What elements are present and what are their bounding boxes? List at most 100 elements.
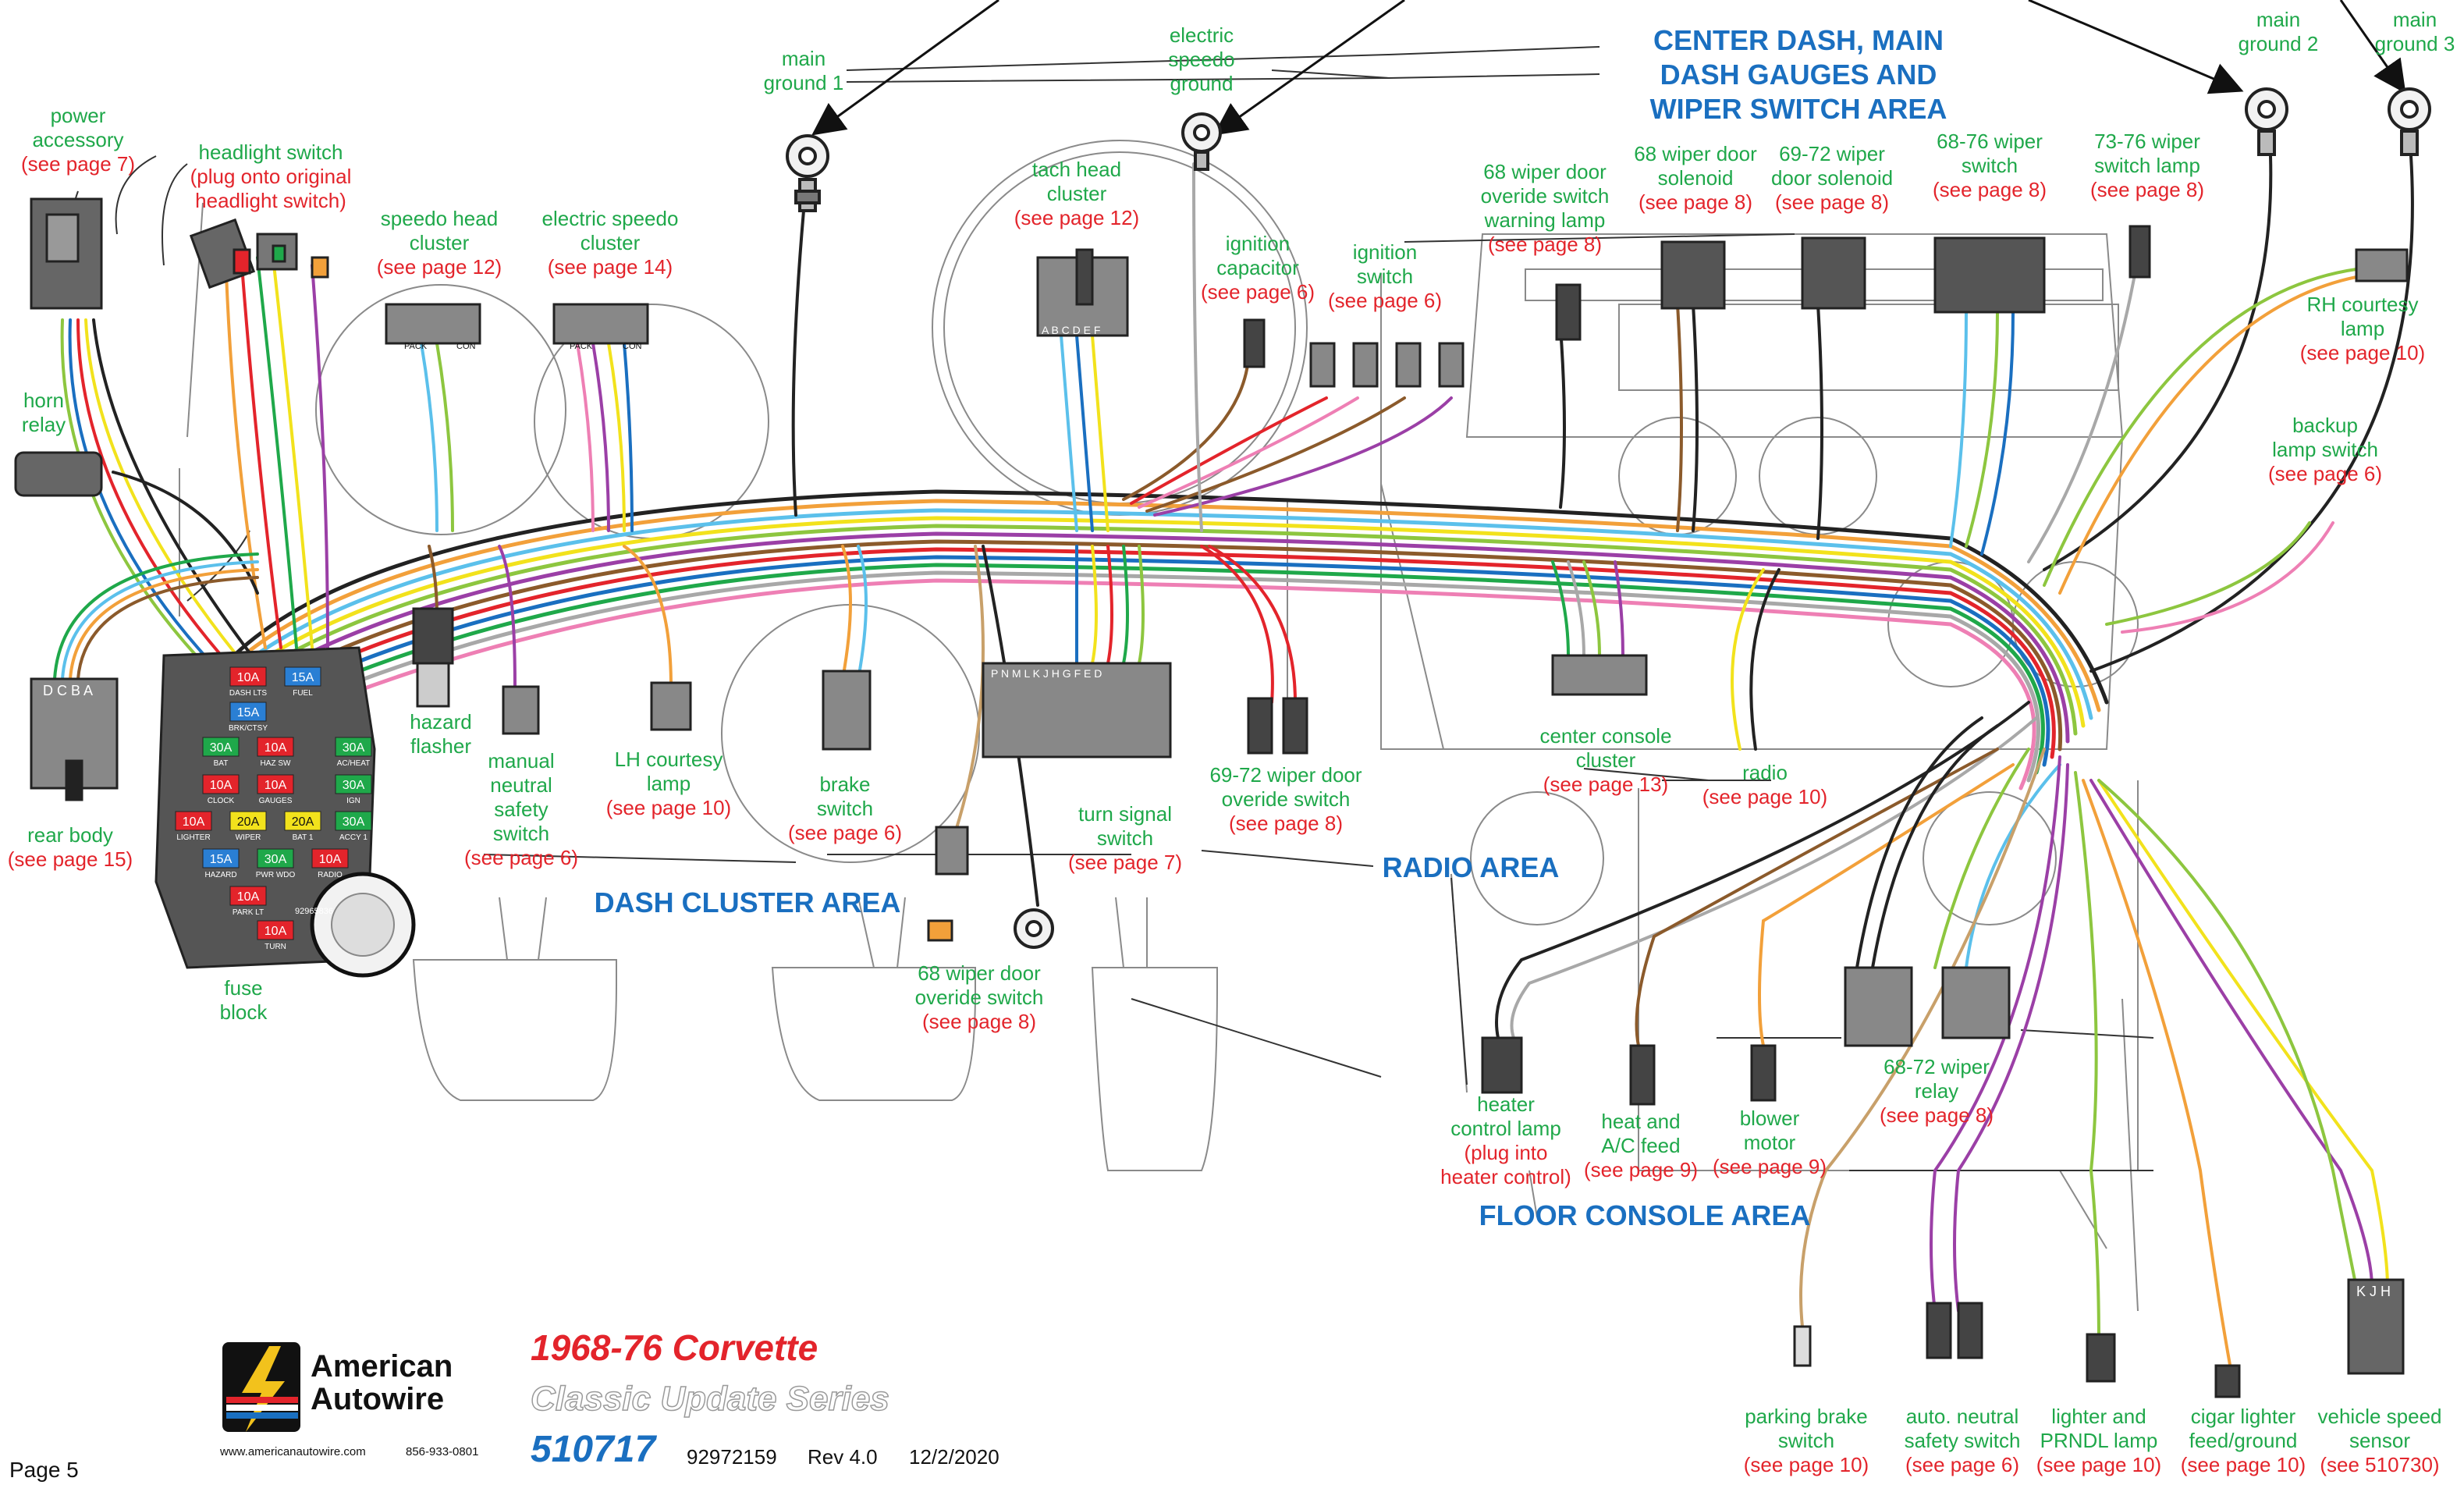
series-name: Classic Update Series	[530, 1379, 889, 1419]
kit-number: 510717	[531, 1429, 656, 1470]
fuse: 15A BRK/CTSY	[229, 702, 268, 733]
page-number: Page 5	[9, 1458, 79, 1482]
fuse-circuit-label: BRK/CTSY	[229, 724, 268, 733]
brand-line: American	[311, 1349, 453, 1384]
fuse-body	[284, 666, 321, 687]
fuse-body	[202, 848, 240, 869]
radio-area-heading: RADIO AREA	[1382, 851, 1560, 883]
fuse-body	[257, 920, 294, 940]
fuse-amperage: 15A	[237, 706, 260, 719]
fuse-body	[229, 811, 267, 831]
area-line: CENTER DASH, MAIN	[1653, 24, 1944, 56]
fuse-amperage: 10A	[319, 853, 342, 866]
electric-speedo-pack-label: PACK	[570, 342, 593, 351]
fuse-amperage: 15A	[292, 671, 314, 684]
logo-bolt	[222, 1342, 300, 1432]
fuse-body	[257, 848, 294, 869]
fuse: 30A BAT	[202, 737, 240, 768]
fuse-body	[202, 737, 240, 757]
fuse-amperage: 10A	[265, 779, 287, 792]
vss-pins: K J H	[2356, 1284, 2391, 1299]
fuse-circuit-label: BAT	[214, 759, 229, 768]
center-dash-area-heading: CENTER DASH, MAIN DASH GAUGES AND WIPER …	[1650, 23, 1947, 126]
brand-name: American Autowire	[311, 1350, 453, 1416]
fuse-amperage: 30A	[343, 779, 365, 792]
ring-terminal-ground-1	[786, 134, 829, 212]
tach-pins: A B C D E F	[1042, 324, 1101, 336]
fuse-amperage: 10A	[265, 741, 287, 755]
fuse: 10A RADIO	[311, 848, 349, 879]
label-rear-body: rear body(see page 15)	[7, 823, 133, 871]
fuse-amperage: 10A	[210, 779, 233, 792]
leader-lines	[69, 46, 2154, 1171]
fuse-circuit-label: GAUGES	[259, 797, 293, 805]
website: www.americanautowire.com	[220, 1445, 366, 1458]
fuse-circuit-label: FUEL	[293, 689, 313, 698]
ring-terminal-ground-3	[2388, 87, 2431, 156]
harness-branches	[53, 155, 2414, 1375]
fuse-body	[335, 811, 372, 831]
ring-terminal-ground-2	[2245, 87, 2288, 156]
area-line: DASH GAUGES AND	[1660, 59, 1937, 91]
fuse-circuit-label: HAZARD	[204, 871, 236, 879]
ground-arrows	[811, 0, 2406, 136]
fuse-circuit-label: TURN	[265, 943, 286, 951]
harness-trunk	[232, 489, 2109, 790]
fuse-body	[229, 702, 267, 722]
dash-cluster-area-heading: DASH CLUSTER AREA	[594, 886, 901, 918]
floor-console-area-heading: FLOOR CONSOLE AREA	[1479, 1199, 1811, 1231]
fuse-body	[257, 774, 294, 794]
phone: 856-933-0801	[406, 1445, 479, 1458]
fuse-body	[284, 811, 321, 831]
fuse-amperage: 30A	[343, 741, 365, 755]
rear-body-pins: D C B A	[43, 683, 94, 698]
fuse-body	[335, 774, 372, 794]
fuse-amperage: 30A	[210, 741, 233, 755]
fuse-circuit-label: PWR WDO	[256, 871, 296, 879]
date: 12/2/2020	[909, 1445, 999, 1469]
gm-number: 92972159	[687, 1445, 777, 1469]
fuse-body	[311, 848, 349, 869]
fuse-body	[175, 811, 212, 831]
fuse-circuit-label: RADIO	[318, 871, 343, 879]
fuse-circuit-label: PARK LT	[233, 908, 264, 917]
fuse: 15A FUEL	[284, 666, 321, 698]
fuse-body	[335, 737, 372, 757]
ring-terminal-ground-68	[1014, 908, 1054, 949]
